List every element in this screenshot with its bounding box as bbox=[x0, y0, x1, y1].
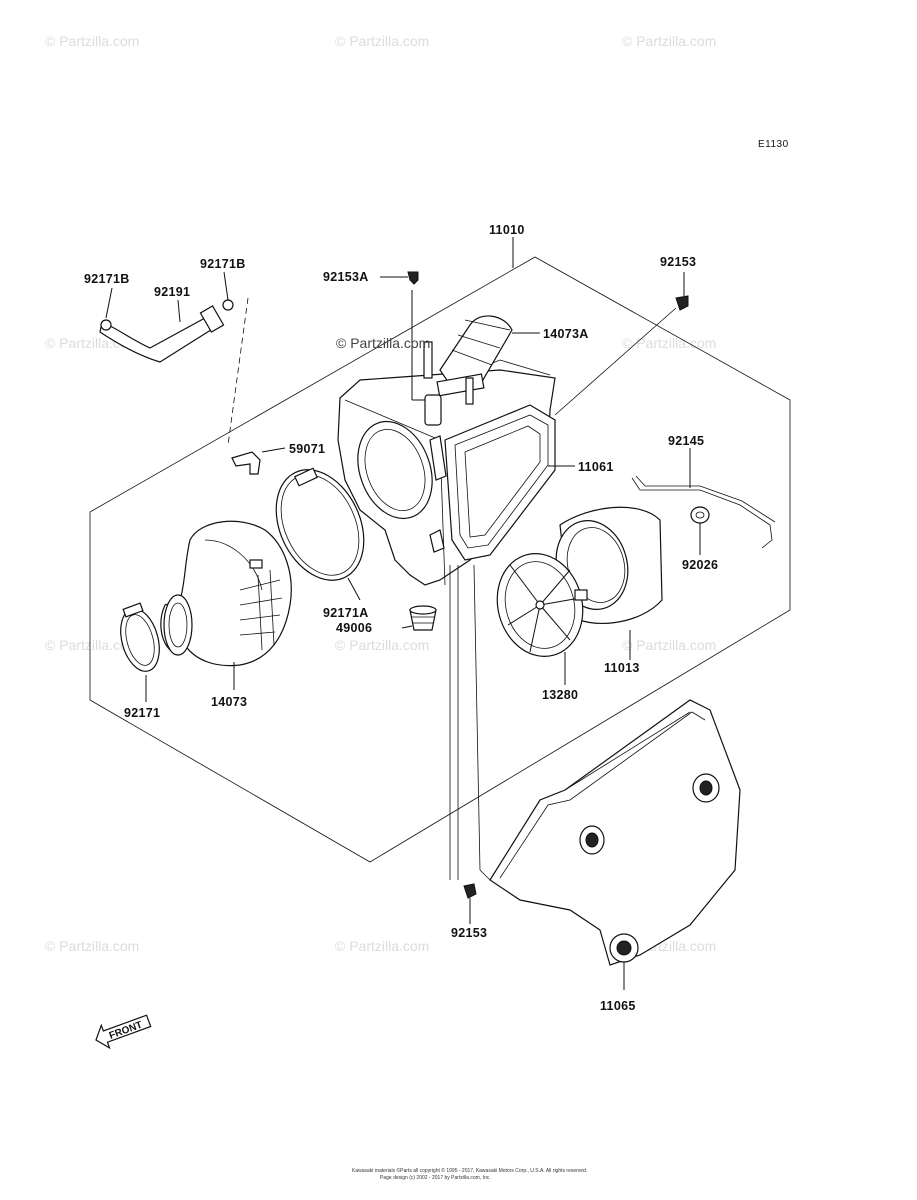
assembly-outline bbox=[89, 237, 791, 863]
bolts bbox=[411, 290, 474, 426]
watermark: © Partzilla.com bbox=[335, 33, 429, 49]
callout-92153-bottom: 92153 bbox=[451, 926, 487, 940]
watermark: © Partzilla.com bbox=[45, 938, 139, 954]
guide-lines bbox=[449, 564, 491, 881]
watermark: © Partzilla.com bbox=[335, 637, 429, 653]
clip-92145 bbox=[631, 448, 776, 549]
watermark: © Partzilla.com bbox=[45, 33, 139, 49]
diagram-code: E1130 bbox=[758, 139, 789, 150]
frame-11061 bbox=[444, 404, 575, 561]
callout-11013: 11013 bbox=[604, 661, 640, 675]
callout-14073: 14073 bbox=[211, 695, 247, 709]
clamp-92171A bbox=[275, 467, 365, 601]
front-arrow: FRONT bbox=[95, 1014, 152, 1050]
callout-92171A: 92171A bbox=[323, 606, 369, 620]
clamp-92171 bbox=[120, 602, 160, 702]
callout-11061: 11061 bbox=[578, 460, 614, 474]
callout-59071: 59071 bbox=[289, 442, 325, 456]
watermark-grid: © Partzilla.com © Partzilla.com © Partzi… bbox=[45, 33, 716, 954]
callout-11010: 11010 bbox=[489, 223, 525, 237]
callout-92153-top: 92153 bbox=[660, 255, 696, 269]
inline-watermark: © Partzilla.com bbox=[336, 335, 430, 351]
callouts: 11010 92171B 92171B 92191 92153A 92153 1… bbox=[84, 223, 718, 1013]
callout-92191: 92191 bbox=[154, 285, 190, 299]
watermark: © Partzilla.com bbox=[335, 938, 429, 954]
cage-13280 bbox=[496, 553, 588, 685]
callout-92026: 92026 bbox=[682, 558, 718, 572]
copyright-line-1: Kawasaki materials ©Parts all copyright … bbox=[352, 1167, 587, 1174]
callout-92171B-right: 92171B bbox=[200, 257, 246, 271]
duct-14073 bbox=[160, 520, 292, 690]
watermark: © Partzilla.com bbox=[45, 637, 139, 653]
callout-92171: 92171 bbox=[124, 706, 160, 720]
callout-11065: 11065 bbox=[600, 999, 636, 1013]
screw-92153A bbox=[380, 271, 419, 285]
callout-92153A: 92153A bbox=[323, 270, 369, 284]
callout-92171B-left: 92171B bbox=[84, 272, 130, 286]
screw-92153-bottom bbox=[463, 883, 477, 924]
callout-49006: 49006 bbox=[336, 621, 372, 635]
copyright-line-2: Page design (c) 2002 - 2017 by Partzilla… bbox=[380, 1175, 491, 1181]
drain-49006 bbox=[401, 605, 437, 631]
callout-13280: 13280 bbox=[542, 688, 578, 702]
callout-92145: 92145 bbox=[668, 434, 704, 448]
watermark: © Partzilla.com bbox=[622, 335, 716, 351]
elbow-59071 bbox=[231, 447, 286, 475]
watermark: © Partzilla.com bbox=[622, 33, 716, 49]
hose-92191 bbox=[99, 271, 249, 446]
washer-92026 bbox=[690, 506, 710, 555]
watermark: © Partzilla.com bbox=[622, 637, 716, 653]
cover-11065 bbox=[489, 699, 741, 990]
screw-92153-top bbox=[554, 272, 689, 416]
callout-14073A: 14073A bbox=[543, 327, 589, 341]
